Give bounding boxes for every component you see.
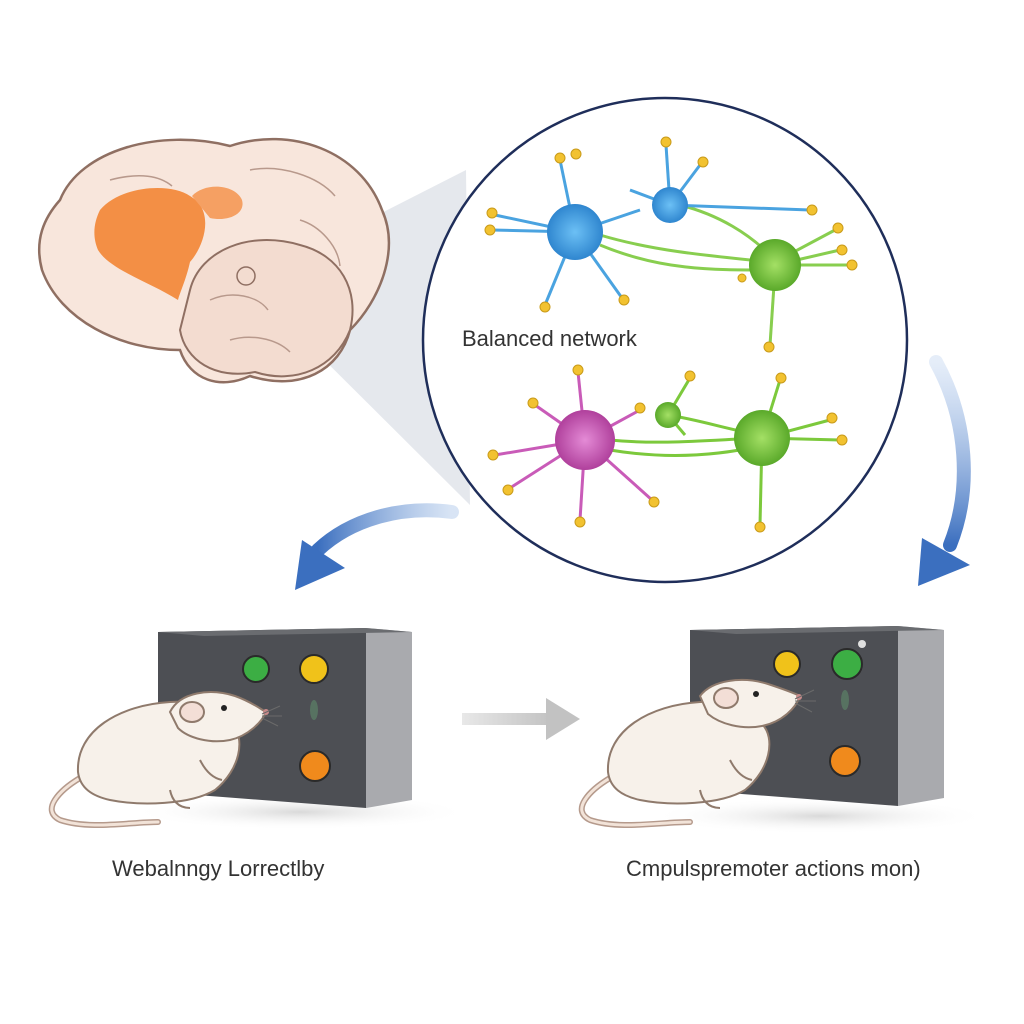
brain-illustration: [37, 137, 391, 384]
neuron-green-top: [749, 239, 801, 291]
light-green: [242, 655, 270, 683]
left-scene-caption: Webalnngy Lorrectlby: [112, 856, 325, 881]
curved-arrow-icon: [918, 355, 971, 586]
light-orange: [829, 745, 861, 777]
light-yellow: [299, 654, 329, 684]
light-green: [831, 648, 863, 680]
curved-arrow-icon: [295, 503, 459, 590]
operant-box-right: [650, 626, 990, 834]
rat-icon: [578, 679, 816, 829]
imbalanced-network-neurons: [487, 364, 848, 533]
balanced-network-neurons: [484, 136, 858, 353]
zoom-circle: [421, 96, 909, 584]
neuron-magenta: [555, 410, 615, 470]
neuron-blue-small: [652, 187, 688, 223]
right-scene-caption: Cmpulspremoter actions mon): [626, 856, 921, 881]
straight-arrow-icon: [462, 698, 580, 740]
network-label: Balanced network: [462, 326, 637, 351]
rat-icon: [48, 691, 282, 829]
neuron-green-small: [655, 402, 681, 428]
light-yellow: [773, 650, 801, 678]
light-orange: [299, 750, 331, 782]
brain-highlight-region: [94, 187, 206, 300]
neuron-blue-large: [547, 204, 603, 260]
neuron-green-bottom: [734, 410, 790, 466]
